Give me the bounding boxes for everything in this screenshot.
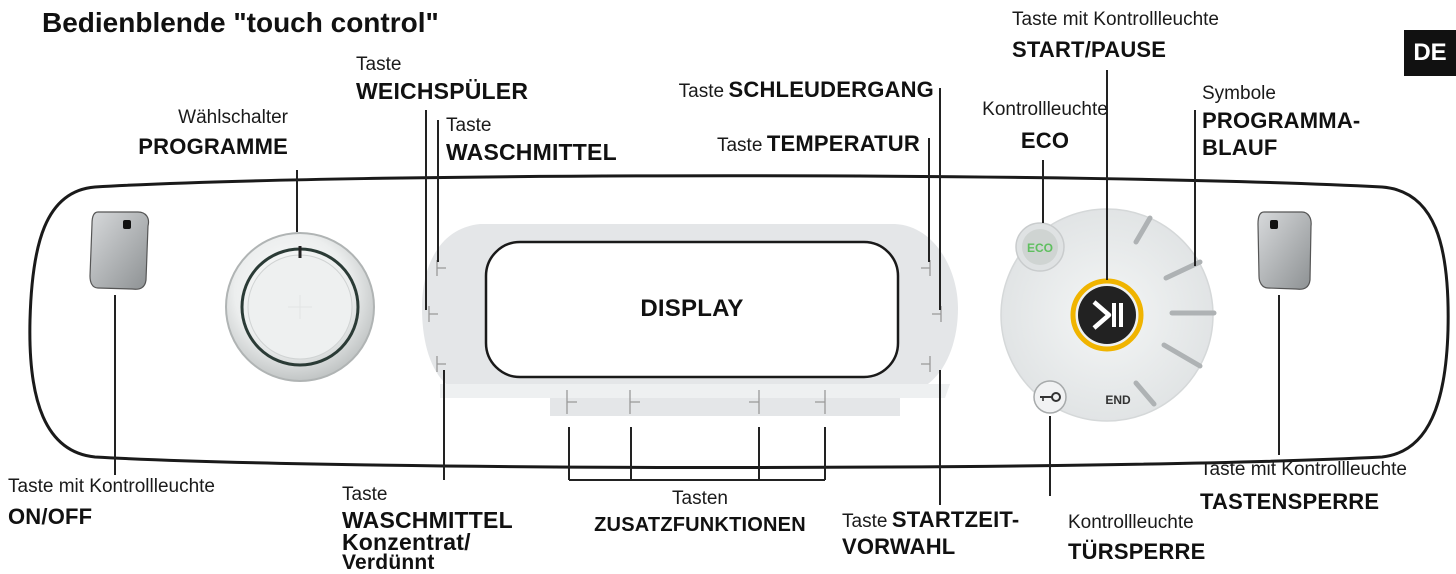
leader-lines: [114, 70, 1280, 505]
tuersperre-label-line2: TÜRSPERRE: [1068, 539, 1206, 564]
startpause-label-line2: START/PAUSE: [1012, 37, 1167, 62]
tastensperre-label-line1: Taste mit Kontrollleuchte: [1200, 459, 1407, 480]
display-screen: [484, 240, 900, 379]
startpause-label-line1: Taste mit Kontrollleuchte: [1012, 9, 1219, 30]
tastensperre-led: [1270, 220, 1278, 229]
page-title: Bedienblende "touch control": [42, 7, 439, 38]
touch-key-marks: [428, 260, 942, 414]
programme-label-line1: Wählschalter: [178, 107, 288, 128]
waschmittel-konz-line2: WASCHMITTEL: [342, 507, 513, 533]
onoff-label-line2: ON/OFF: [8, 504, 93, 529]
waschmittel-konz-line3: Konzentrat/: [342, 529, 471, 555]
zusatz-label-line1: Tasten: [672, 488, 728, 509]
end-label: END: [1105, 393, 1131, 407]
schleudergang-label-bold: SCHLEUDERGANG: [728, 77, 934, 102]
program-progress-symbols: [1133, 215, 1217, 407]
schleudergang-label: Taste SCHLEUDERGANG: [580, 78, 934, 102]
eco-label-line2: ECO: [1020, 128, 1070, 153]
start-pause-button[interactable]: [1070, 278, 1144, 352]
programme-label-line2: PROGRAMME: [138, 134, 288, 159]
startzeit-label-line1: Taste STARTZEIT-: [842, 508, 1019, 532]
startzeit-label-line2: VORWAHL: [842, 534, 956, 559]
onoff-button[interactable]: [89, 211, 150, 290]
onoff-label-line1: Taste mit Kontrollleuchte: [8, 476, 215, 497]
programmablauf-label-line3: BLAUF: [1202, 135, 1278, 160]
waschmittel-label-line2: WASCHMITTEL: [446, 139, 617, 165]
weichspueler-label-line2: WEICHSPÜLER: [356, 78, 529, 104]
display-label: DISPLAY: [640, 295, 744, 322]
onoff-led: [123, 220, 131, 229]
tastensperre-label-line2: TASTENSPERRE: [1200, 489, 1380, 514]
eco-led: [1022, 229, 1058, 265]
zusatz-label-line2: ZUSATZFUNKTIONEN: [594, 514, 806, 536]
waschmittel-konz-line4: Verdünnt: [342, 551, 435, 574]
startzeit-label-prefix: Taste: [842, 511, 888, 532]
temperatur-label: Taste TEMPERATUR: [620, 132, 920, 156]
schleudergang-label-prefix: Taste: [678, 81, 725, 102]
program-knob[interactable]: [225, 232, 375, 382]
waschmittel-konz-line1: Taste: [342, 484, 388, 505]
temperatur-label-prefix: Taste: [716, 135, 763, 156]
door-lock-led: [1033, 380, 1067, 414]
eco-label-line1: Kontrollleuchte: [982, 99, 1108, 120]
startzeit-label-bold: STARTZEIT-: [891, 507, 1020, 532]
weichspueler-label-line1: Taste: [356, 54, 402, 75]
tastensperre-button[interactable]: [1257, 211, 1312, 290]
display-frame-lower: [440, 384, 950, 398]
waschmittel-label-line1: Taste: [446, 115, 492, 136]
programmablauf-label-line1: Symbole: [1202, 83, 1276, 104]
tuersperre-label-line1: Kontrollleuchte: [1068, 512, 1194, 533]
language-badge: DE: [1404, 30, 1456, 76]
temperatur-label-bold: TEMPERATUR: [766, 131, 920, 156]
programmablauf-label-line2: PROGRAMMA-: [1202, 108, 1361, 133]
eco-led-text: ECO: [1027, 241, 1053, 255]
